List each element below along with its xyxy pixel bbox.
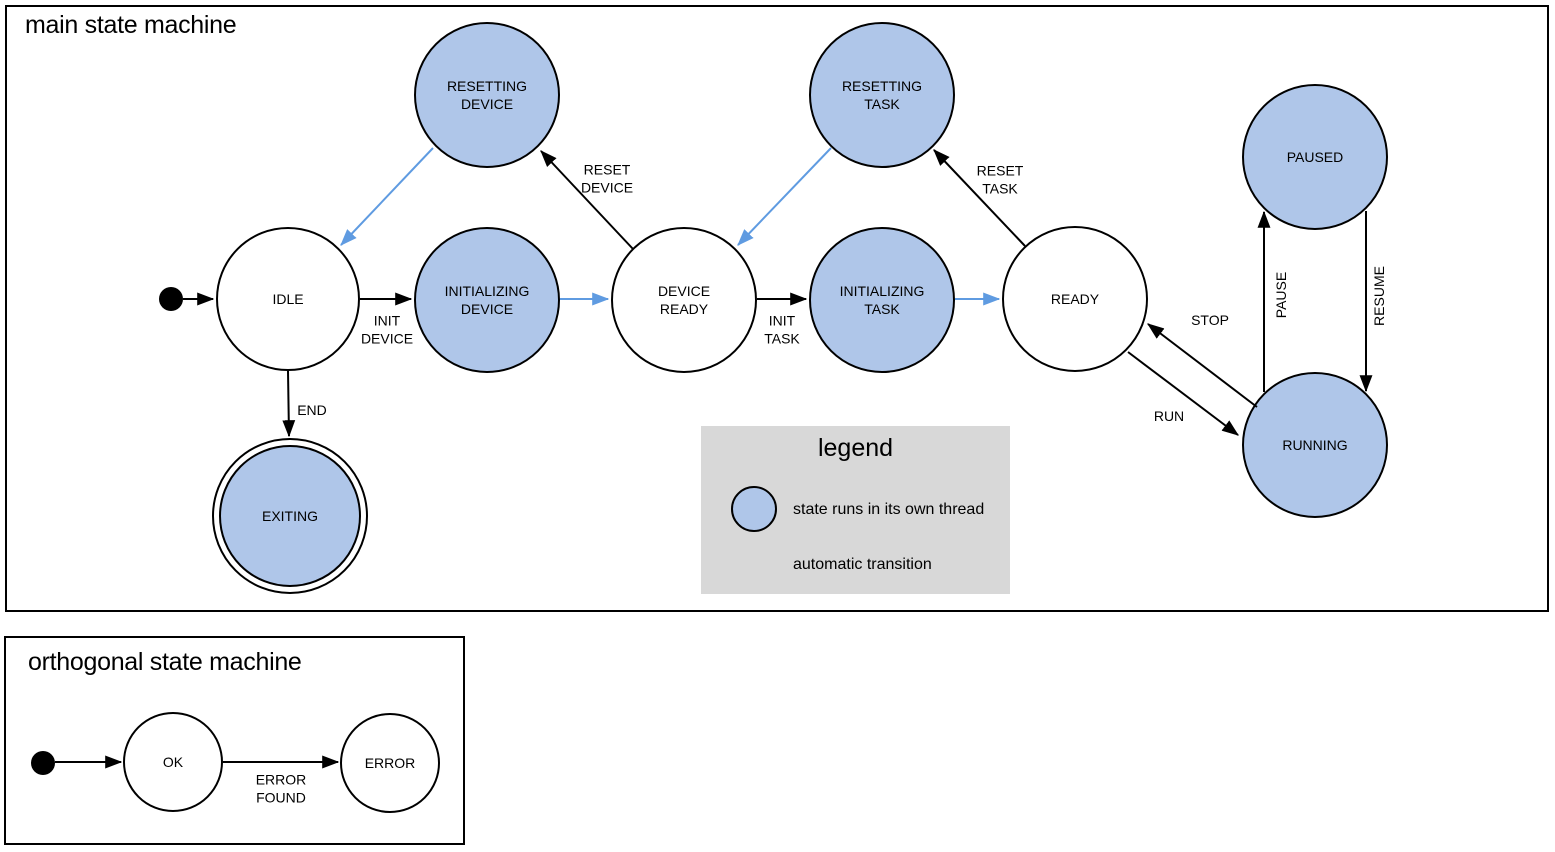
initial-state-dot-orthogonal <box>31 751 55 775</box>
state-error-label: ERROR <box>364 754 416 771</box>
state-resetting-task: RESETTING TASK <box>809 22 955 168</box>
label-resume: RESUME <box>1370 266 1387 326</box>
state-paused: PAUSED <box>1242 84 1388 230</box>
state-device-ready: DEVICE READY <box>611 227 757 373</box>
state-error: ERROR <box>340 713 440 813</box>
legend-threaded-state-swatch <box>731 486 777 532</box>
state-ready-label: READY <box>1050 290 1100 307</box>
state-initializing-task-label: INITIALIZING TASK <box>839 282 925 317</box>
label-reset-task: RESET TASK <box>976 162 1024 197</box>
label-init-task: INIT TASK <box>764 312 800 347</box>
state-ready: READY <box>1002 226 1148 372</box>
label-run: RUN <box>1153 407 1185 424</box>
main-state-machine-frame <box>5 5 1549 612</box>
state-paused-label: PAUSED <box>1286 148 1344 165</box>
state-ok-label: OK <box>162 753 184 770</box>
state-initializing-device: INITIALIZING DEVICE <box>414 227 560 373</box>
label-init-device: INIT DEVICE <box>360 312 414 347</box>
state-device-ready-label: DEVICE READY <box>657 282 711 317</box>
state-running-label: RUNNING <box>1282 436 1348 453</box>
state-resetting-device: RESETTING DEVICE <box>414 22 560 168</box>
label-end: END <box>297 401 327 418</box>
state-exiting-final-ring: EXITING <box>212 438 368 594</box>
label-error-found: ERROR FOUND <box>255 771 307 806</box>
state-ok: OK <box>123 712 223 812</box>
legend-item-automatic-label: automatic transition <box>793 556 932 573</box>
state-resetting-task-label: RESETTING TASK <box>841 77 923 112</box>
state-exiting-label: EXITING <box>261 507 318 524</box>
label-pause: PAUSE <box>1272 271 1289 319</box>
legend-title: legend <box>817 434 894 462</box>
state-resetting-device-label: RESETTING DEVICE <box>446 77 528 112</box>
initial-state-dot-main <box>159 287 183 311</box>
main-state-machine-title: main state machine <box>25 11 237 39</box>
state-idle-label: IDLE <box>272 290 304 307</box>
orthogonal-state-machine-title: orthogonal state machine <box>28 648 302 676</box>
label-stop: STOP <box>1191 311 1229 328</box>
state-exiting: EXITING <box>219 445 361 587</box>
state-initializing-task: INITIALIZING TASK <box>809 227 955 373</box>
label-reset-device: RESET DEVICE <box>580 161 634 196</box>
state-initializing-device-label: INITIALIZING DEVICE <box>444 282 530 317</box>
orthogonal-state-machine-frame <box>4 636 465 845</box>
legend-item-threaded-label: state runs in its own thread <box>793 501 985 518</box>
state-running: RUNNING <box>1242 372 1388 518</box>
state-idle: IDLE <box>216 227 360 371</box>
